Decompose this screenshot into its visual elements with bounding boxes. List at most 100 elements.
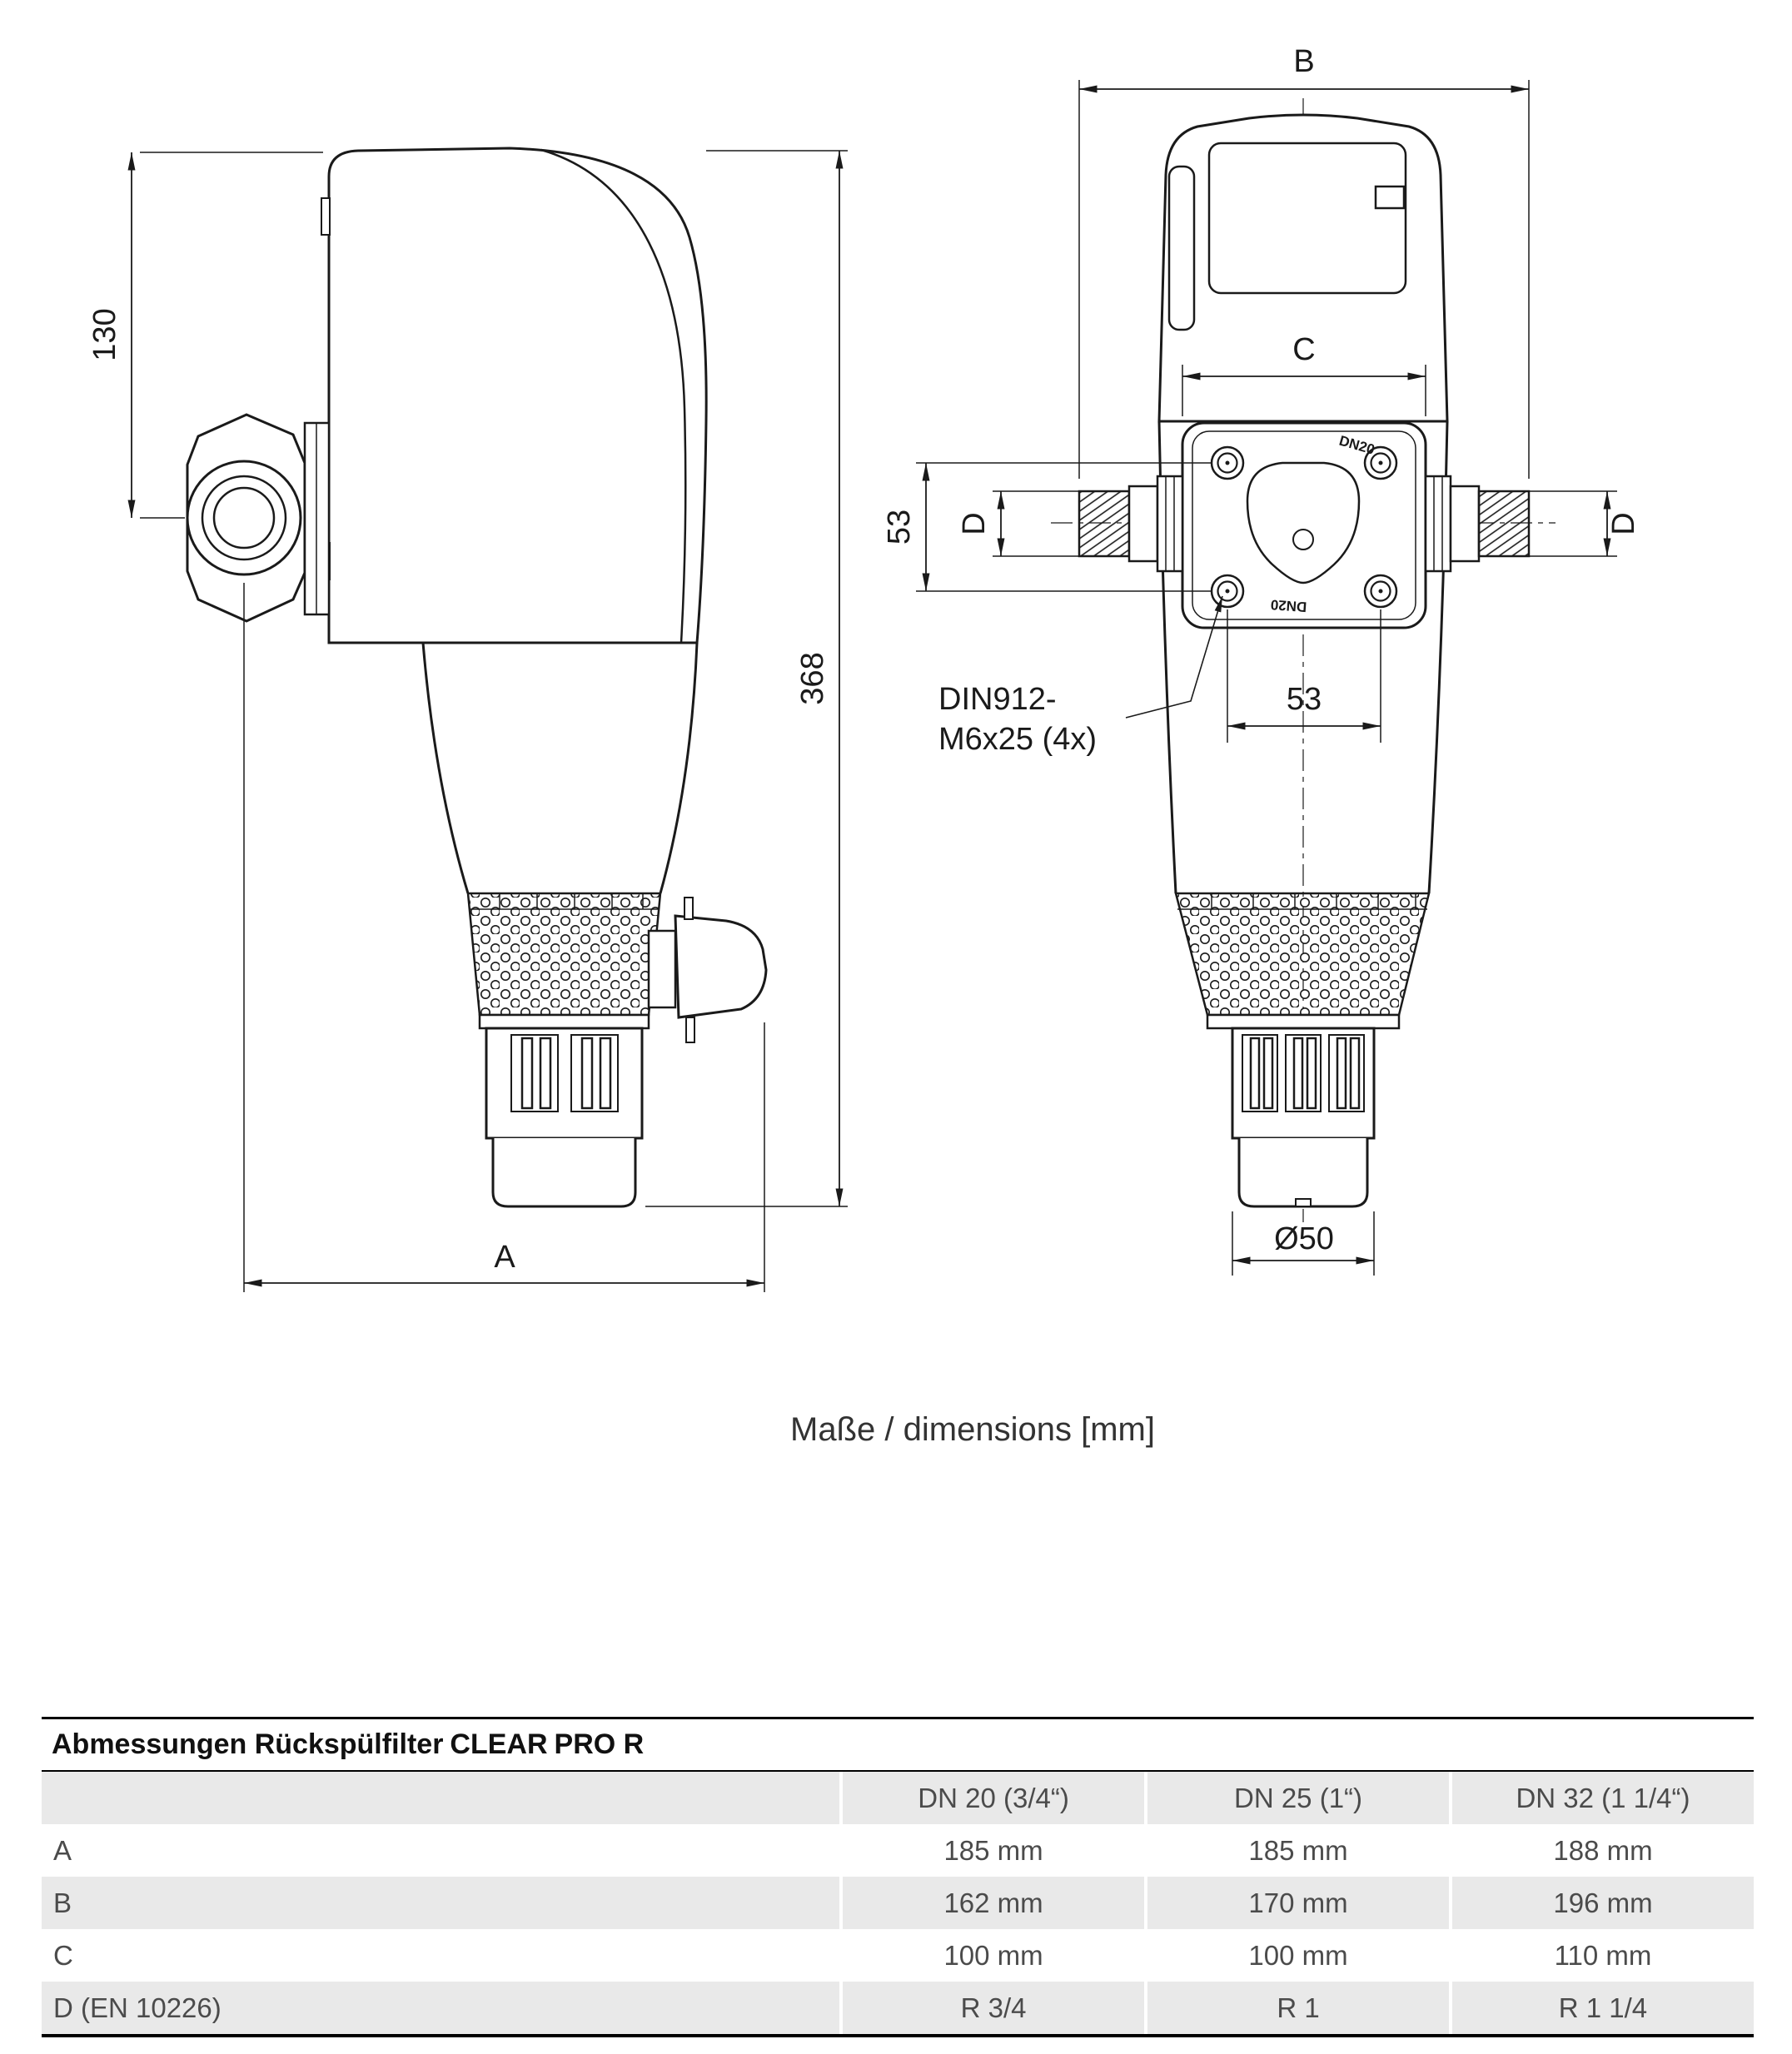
row-label: A (53, 1834, 72, 1866)
front-slot (1306, 1037, 1317, 1110)
right-thread (1477, 490, 1531, 558)
side-drain-cap (674, 914, 768, 1019)
screw-note: DIN912- M6x25 (4x) (938, 595, 1223, 757)
row-value: 196 mm (1449, 1877, 1754, 1929)
dim-D-right: D (1529, 490, 1641, 557)
right-nut (1424, 475, 1452, 573)
side-drain-neck (647, 929, 677, 1009)
table-title-prefix: Abmessungen Rückspülfilter (52, 1728, 444, 1760)
header-dn32: DN 32 (1 1/4“) (1449, 1772, 1754, 1824)
side-slot (520, 1037, 534, 1110)
front-band-ticks (1211, 893, 1416, 909)
front-outlet-notch (1295, 1198, 1312, 1207)
dim-B: B (1078, 44, 1530, 479)
row-label: C (53, 1939, 73, 1971)
screw-note-line1: DIN912- (938, 682, 1057, 717)
front-bolt (1210, 574, 1245, 609)
table-row-A: A 185 mm 185 mm 188 mm (42, 1824, 1754, 1877)
front-tab (1374, 185, 1406, 210)
front-slot (1292, 1037, 1304, 1110)
drawing-caption: Maße / dimensions [mm] (790, 1411, 1155, 1448)
side-drain-pin-bottom (685, 1017, 695, 1043)
table-row-D: D (EN 10226) R 3/4 R 1 R 1 1/4 (42, 1982, 1754, 2034)
side-outlet-cup (491, 1138, 637, 1208)
screw-note-line2: M6x25 (4x) (938, 722, 1097, 757)
dim-D-left-label: D (957, 512, 992, 535)
table-title: Abmessungen Rückspülfilter CLEAR PRO R (42, 1717, 1754, 1772)
side-head-outline (327, 147, 708, 644)
table-header-row: DN 20 (3/4“) DN 25 (1“) DN 32 (1 1/4“) (42, 1772, 1754, 1824)
header-empty-cell (42, 1772, 839, 1824)
side-clip (321, 197, 331, 236)
front-flange-inner (1192, 430, 1416, 620)
front-rim (1206, 1013, 1401, 1030)
dim-diameter-50: Ø50 (1232, 1211, 1375, 1276)
front-slot (1349, 1037, 1361, 1110)
left-nut (1156, 475, 1184, 573)
dim-53-horizontal-label: 53 (1287, 682, 1322, 717)
dim-53-vertical: 53 (882, 462, 1212, 592)
side-band-ticks (499, 893, 644, 909)
front-view: DN20 DN20 (1051, 98, 1556, 1222)
left-thread (1078, 490, 1131, 558)
side-port-inner (212, 486, 276, 550)
front-bolt (1363, 574, 1398, 609)
front-display-window (1207, 142, 1407, 295)
side-bowl-left (421, 642, 470, 894)
dim-diameter-50-label: Ø50 (1274, 1221, 1334, 1256)
front-port-detail (1292, 529, 1314, 550)
port-label-bottom: DN20 (1270, 596, 1307, 614)
side-slot (580, 1037, 594, 1110)
dim-53-vertical-label: 53 (882, 510, 917, 545)
table-row-C: C 100 mm 100 mm 110 mm (42, 1929, 1754, 1982)
table-title-suffix: PRO R (554, 1728, 645, 1760)
right-pipe (1449, 485, 1481, 563)
row-value: R 1 1/4 (1449, 1982, 1754, 2034)
dim-368-label: 368 (795, 652, 830, 704)
dim-A: A (243, 583, 765, 1292)
side-bowl-right (659, 642, 699, 894)
row-label: B (53, 1887, 72, 1918)
front-bolt (1363, 445, 1398, 480)
front-perforated-band (1174, 892, 1431, 1017)
front-outlet-cup (1237, 1138, 1369, 1208)
row-value: R 1 (1144, 1982, 1449, 2034)
dim-B-label: B (1293, 44, 1314, 79)
row-value: 188 mm (1449, 1824, 1754, 1877)
dimension-table: Abmessungen Rückspülfilter CLEAR PRO R D… (42, 1717, 1754, 2037)
front-port-shield (1246, 461, 1361, 584)
row-value: 110 mm (1449, 1929, 1754, 1982)
front-slot (1336, 1037, 1347, 1110)
dim-130-label: 130 (87, 308, 122, 361)
front-side-sliver (1167, 165, 1196, 331)
row-value: 162 mm (839, 1877, 1144, 1929)
row-value: 170 mm (1144, 1877, 1449, 1929)
front-slot (1249, 1037, 1261, 1110)
side-perforated-band (466, 892, 662, 1017)
front-slot (1262, 1037, 1274, 1110)
side-bowl-window-line (540, 148, 687, 644)
row-value: 100 mm (1144, 1929, 1449, 1982)
table-title-brand: CLEAR (450, 1728, 548, 1760)
side-rim (478, 1013, 650, 1030)
side-slot (599, 1037, 612, 1110)
left-nut-facets (1165, 476, 1175, 571)
dim-C-label: C (1292, 332, 1315, 367)
table-row-B: B 162 mm 170 mm 196 mm (42, 1877, 1754, 1929)
row-value: 185 mm (839, 1824, 1144, 1877)
side-slot (539, 1037, 552, 1110)
dim-A-label: A (494, 1240, 515, 1275)
row-value: 185 mm (1144, 1824, 1449, 1877)
header-dn25: DN 25 (1“) (1144, 1772, 1449, 1824)
dim-53-horizontal: 53 (1227, 609, 1381, 743)
left-pipe (1127, 485, 1159, 563)
row-value: 100 mm (839, 1929, 1144, 1982)
row-label: D (EN 10226) (53, 1992, 222, 2023)
dim-D-left: D (957, 490, 1079, 557)
dim-C: C (1182, 332, 1426, 416)
side-view (186, 147, 768, 1208)
dim-D-right-label: D (1606, 512, 1641, 535)
header-dn20: DN 20 (3/4“) (839, 1772, 1144, 1824)
row-value: R 3/4 (839, 1982, 1144, 2034)
